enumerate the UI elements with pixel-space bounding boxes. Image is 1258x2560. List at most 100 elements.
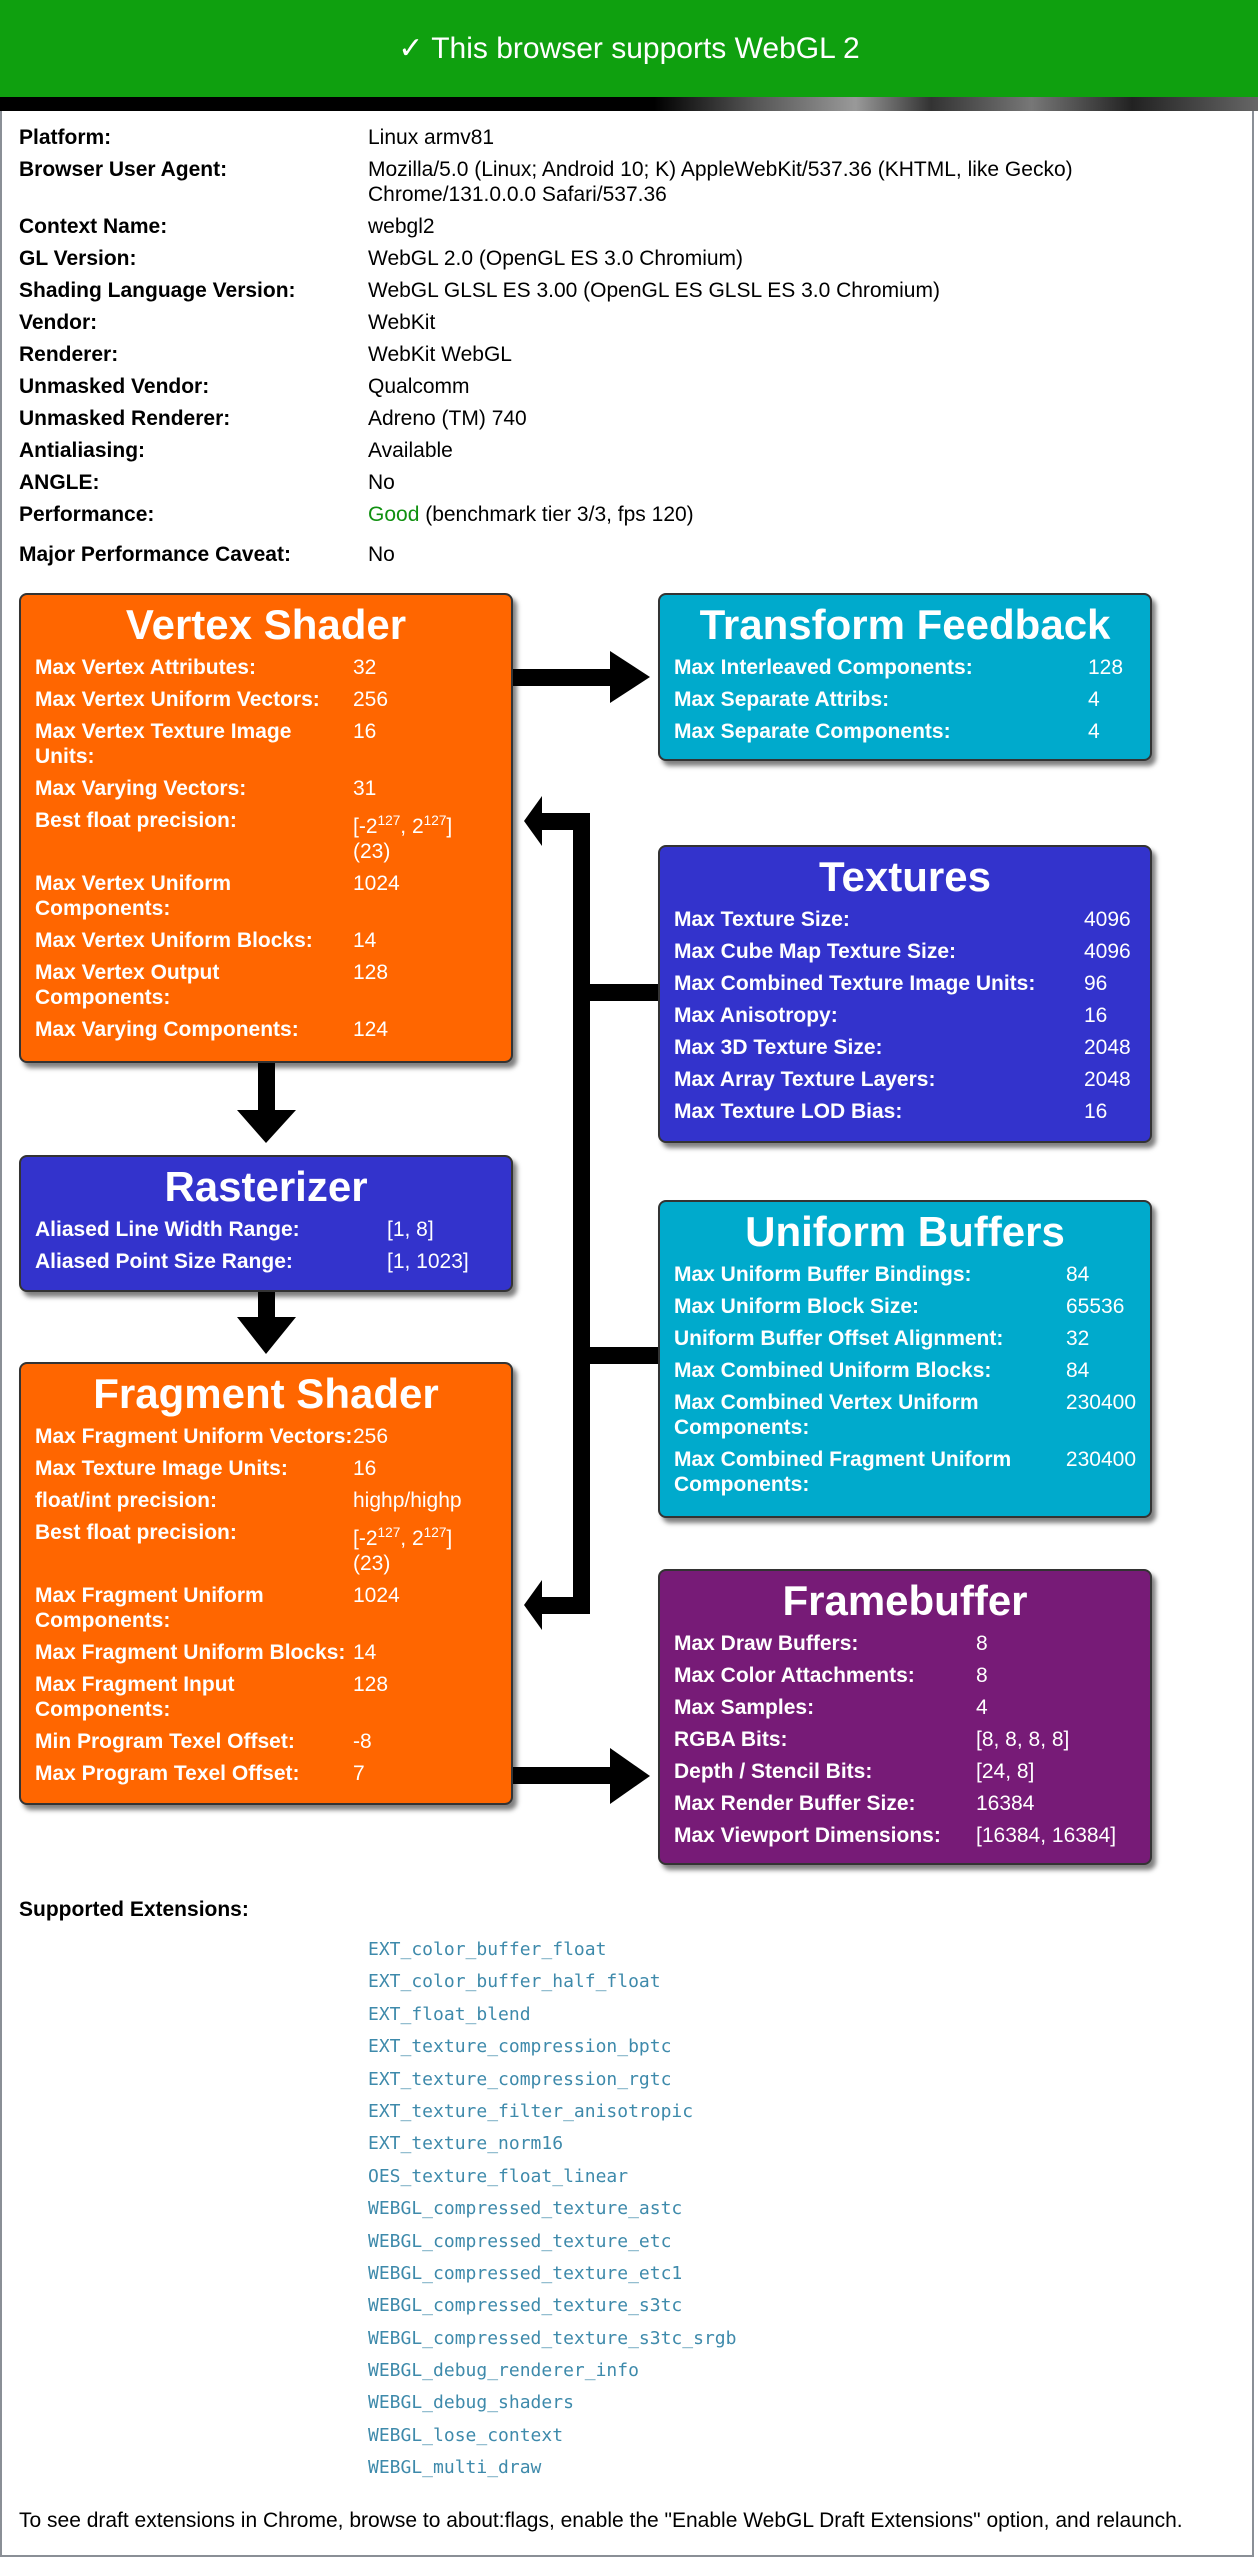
fragment-key: Max Program Texel Offset:	[35, 1762, 300, 1785]
vertex-value: 16	[353, 720, 377, 743]
extension-link[interactable]: EXT_color_buffer_float	[368, 1939, 607, 1960]
uniform-key: Max Uniform Block Size:	[674, 1295, 920, 1318]
transform-value: 4	[1088, 688, 1100, 711]
fragment-value: 7	[353, 1762, 365, 1785]
uniform-value: 65536	[1066, 1295, 1125, 1318]
header-image-strip	[0, 97, 1258, 111]
framebuffer-value: [16384, 16384]	[976, 1824, 1117, 1847]
vertex-row: Max Vertex Texture Image Units:16	[35, 719, 497, 769]
info-key: Major Performance Caveat:	[19, 543, 291, 566]
uniform-key: Max Combined Vertex Uniform Components:	[674, 1391, 979, 1439]
framebuffer-row: RGBA Bits:[8, 8, 8, 8]	[674, 1727, 1136, 1752]
uniform-key: Max Uniform Buffer Bindings:	[674, 1263, 972, 1286]
uniform-row: Max Uniform Buffer Bindings:84	[674, 1262, 1136, 1287]
vertex-float-precision: [-2127, 2127](23)	[353, 813, 453, 863]
info-value: Adreno (TM) 740	[368, 407, 527, 430]
vertex-row: Max Vertex Uniform Blocks:14	[35, 928, 497, 953]
fragment-value: 128	[353, 1673, 389, 1696]
vertex-value: 32	[353, 656, 377, 679]
vertex-key: Max Vertex Uniform Blocks:	[35, 929, 313, 952]
fragment-value: 16	[353, 1457, 377, 1480]
textures-key: Max Texture LOD Bias:	[674, 1100, 903, 1123]
fragment-row: Max Fragment Uniform Components:1024	[35, 1583, 497, 1633]
transform-value: 4	[1088, 720, 1100, 743]
info-key: Context Name:	[19, 215, 168, 238]
info-value: Linux armv81	[368, 126, 495, 149]
framebuffer-row: Max Viewport Dimensions:[16384, 16384]	[674, 1823, 1136, 1848]
extension-link[interactable]: EXT_float_blend	[368, 2003, 531, 2025]
vertex-shader-panel: Vertex Shader Max Vertex Attributes:32 M…	[19, 593, 513, 1063]
framebuffer-row: Max Color Attachments:8	[674, 1663, 1136, 1688]
textures-key: Max Combined Texture Image Units:	[674, 972, 1036, 995]
framebuffer-value: [8, 8, 8, 8]	[976, 1728, 1070, 1751]
extension-link[interactable]: OES_texture_float_linear	[368, 2165, 629, 2187]
fragment-row: Max Program Texel Offset: 7	[35, 1761, 497, 1786]
info-row-renderer: Renderer:WebKit WebGL	[19, 342, 1239, 374]
textures-value: 16	[1084, 1100, 1108, 1123]
extension-link[interactable]: EXT_texture_filter_anisotropic	[368, 2100, 694, 2122]
info-row-major-performance-caveat: Major Performance Caveat:No	[19, 542, 1239, 574]
textures-key: Max 3D Texture Size:	[674, 1036, 883, 1059]
info-key: Renderer:	[19, 343, 119, 366]
vertex-value: 256	[353, 688, 389, 711]
info-value: WebKit	[368, 311, 436, 334]
framebuffer-panel: Framebuffer Max Draw Buffers:8 Max Color…	[658, 1569, 1152, 1865]
uniform-row: Max Combined Uniform Blocks:84	[674, 1358, 1136, 1383]
info-row-performance: Performance:Good (benchmark tier 3/3, fp…	[19, 502, 1239, 542]
extension-link[interactable]: WEBGL_lose_context	[368, 2424, 564, 2446]
fragment-row: Best float precision:[-2127, 2127](23)	[35, 1520, 497, 1576]
extension-list: EXT_color_buffer_float EXT_color_buffer_…	[368, 1934, 736, 2485]
vertex-value: 31	[353, 777, 377, 800]
fragment-row: Min Program Texel Offset:-8	[35, 1729, 497, 1754]
vertex-key: Max Varying Vectors:	[35, 777, 247, 800]
fragment-key: Min Program Texel Offset:	[35, 1730, 295, 1753]
performance-rating: Good	[368, 503, 420, 526]
info-key: Antialiasing:	[19, 439, 146, 462]
uniform-row: Max Combined Fragment Uniform Components…	[674, 1447, 1136, 1497]
framebuffer-value: 4	[976, 1696, 988, 1719]
vertex-value: 124	[353, 1018, 389, 1041]
uniform-key: Max Combined Fragment Uniform Components…	[674, 1448, 1012, 1496]
extension-link[interactable]: EXT_color_buffer_half_float	[368, 1971, 661, 1993]
info-row-gl-version: GL Version:WebGL 2.0 (OpenGL ES 3.0 Chro…	[19, 246, 1239, 278]
extension-link[interactable]: EXT_texture_compression_rgtc	[368, 2068, 672, 2090]
vertex-value: 1024	[353, 872, 400, 895]
framebuffer-row: Depth / Stencil Bits:[24, 8]	[674, 1759, 1136, 1784]
extension-link[interactable]: WEBGL_compressed_texture_astc	[368, 2198, 683, 2220]
rasterizer-row: Aliased Point Size Range:[1, 1023]	[35, 1249, 497, 1274]
info-row-unmasked-vendor: Unmasked Vendor:Qualcomm	[19, 374, 1239, 406]
extension-link[interactable]: WEBGL_compressed_texture_s3tc_srgb	[368, 2327, 737, 2349]
draft-extensions-note: To see draft extensions in Chrome, brows…	[19, 2509, 1183, 2532]
uniform-row: Uniform Buffer Offset Alignment:32	[674, 1326, 1136, 1351]
transform-key: Max Separate Components:	[674, 720, 951, 743]
uniform-value: 230400	[1065, 1448, 1136, 1471]
textures-value: 96	[1084, 972, 1108, 995]
vertex-key: Max Vertex Uniform Components:	[35, 872, 232, 920]
extension-link[interactable]: WEBGL_compressed_texture_etc	[368, 2230, 672, 2252]
extension-link[interactable]: EXT_texture_compression_bptc	[368, 2036, 672, 2058]
transform-row: Max Separate Attribs: 4	[674, 687, 1136, 712]
vertex-key: Max Vertex Attributes:	[35, 656, 256, 679]
vertex-row: Max Vertex Attributes: 32	[35, 655, 497, 680]
extension-link[interactable]: WEBGL_debug_shaders	[368, 2392, 574, 2414]
uniform-row: Max Uniform Block Size: 65536	[674, 1294, 1136, 1319]
vertex-key: Max Vertex Output Components:	[35, 961, 220, 1009]
textures-key: Max Anisotropy:	[674, 1004, 838, 1027]
extension-link[interactable]: WEBGL_compressed_texture_s3tc	[368, 2295, 683, 2317]
context-info-table: Platform:Linux armv81 Browser User Agent…	[19, 125, 1239, 574]
vertex-row: Max Vertex Uniform Vectors:256	[35, 687, 497, 712]
textures-value: 16	[1084, 1004, 1108, 1027]
framebuffer-key: Max Color Attachments:	[674, 1664, 915, 1687]
transform-key: Max Separate Attribs:	[674, 688, 890, 711]
fragment-row: float/int precision:highp/highp	[35, 1488, 497, 1513]
info-value: Qualcomm	[368, 375, 470, 398]
textures-value: 2048	[1084, 1068, 1131, 1091]
uniform-buffers-title: Uniform Buffers	[745, 1208, 1065, 1255]
extension-link[interactable]: WEBGL_debug_renderer_info	[368, 2360, 639, 2382]
vertex-value: 128	[353, 961, 389, 984]
textures-key: Max Texture Size:	[674, 908, 850, 931]
extension-link[interactable]: EXT_texture_norm16	[368, 2133, 564, 2155]
info-row-antialiasing: Antialiasing:Available	[19, 438, 1239, 470]
extension-link[interactable]: WEBGL_compressed_texture_etc1	[368, 2262, 683, 2284]
extension-link[interactable]: WEBGL_multi_draw	[368, 2457, 542, 2479]
